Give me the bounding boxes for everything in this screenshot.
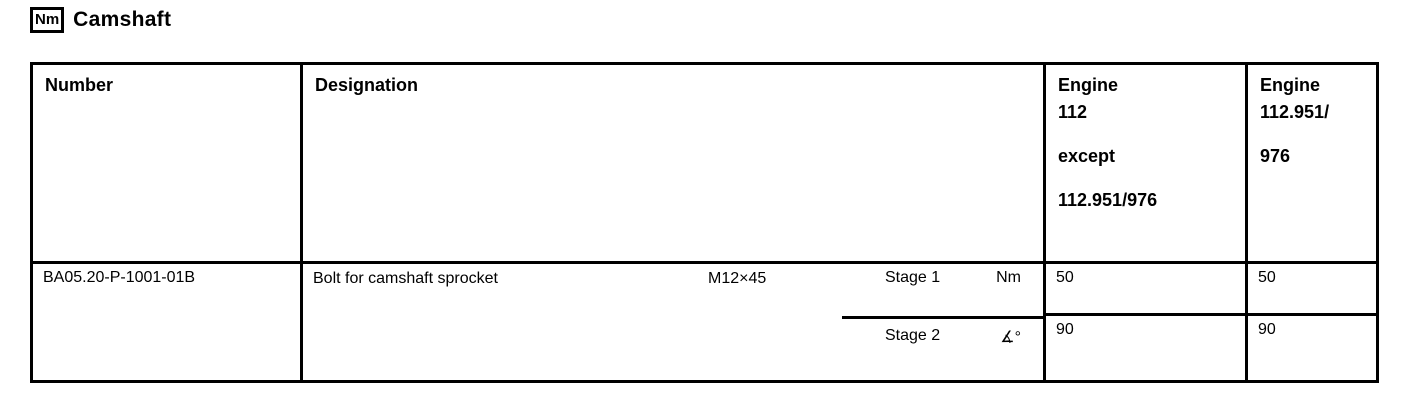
engine1-line: 112.951/976 xyxy=(1058,190,1158,210)
thread-size-text: M12×45 xyxy=(708,270,767,287)
cell-stage1-engine1-value: 50 xyxy=(1046,264,1248,316)
column-header-engine-112-except: Engine 112 except 112.951/976 xyxy=(1046,65,1248,264)
cell-part-number: BA05.20-P-1001-01B xyxy=(33,264,303,380)
stage-row-2: Stage 2 ∡° xyxy=(842,316,1043,347)
engine1-line: Engine xyxy=(1058,75,1119,95)
stage2-unit angle-degree-icon: ∡° xyxy=(1000,329,1021,346)
cell-stage1-engine2-value: 50 xyxy=(1248,264,1376,316)
stage1-unit: Nm xyxy=(996,269,1021,286)
engine2-line: 976 xyxy=(1260,146,1291,166)
torque-nm-icon: Nm xyxy=(30,7,65,33)
engine2-line: 112.951/ xyxy=(1260,102,1330,122)
cell-stage2-engine2-value: 90 xyxy=(1258,321,1276,338)
column-header-designation: Designation xyxy=(303,65,1046,264)
engine2-line: Engine xyxy=(1260,75,1321,95)
designation-text: Bolt for camshaft sprocket xyxy=(313,270,498,287)
stage1-label: Stage 1 xyxy=(885,269,941,286)
cell-designation: Bolt for camshaft sprocket M12×45 Stage … xyxy=(303,264,1046,380)
document-header: Nm Camshaft xyxy=(30,7,171,33)
cell-stage2-engine1-value: 90 xyxy=(1046,316,1248,380)
engine1-line: except xyxy=(1058,146,1116,166)
stage-sub-table: Stage 1 Nm Stage 2 ∡° xyxy=(842,264,1043,380)
column-header-engine-112-951-976: Engine 112.951/ 976 xyxy=(1248,65,1376,264)
engine1-line: 112 xyxy=(1058,102,1088,122)
page-title: Camshaft xyxy=(73,8,172,31)
stage-row-1: Stage 1 Nm xyxy=(842,264,1043,316)
torque-spec-table: Number Designation Engine 112 except 112… xyxy=(30,62,1379,383)
column-header-number: Number xyxy=(33,65,303,264)
stage2-label: Stage 2 xyxy=(885,327,941,344)
